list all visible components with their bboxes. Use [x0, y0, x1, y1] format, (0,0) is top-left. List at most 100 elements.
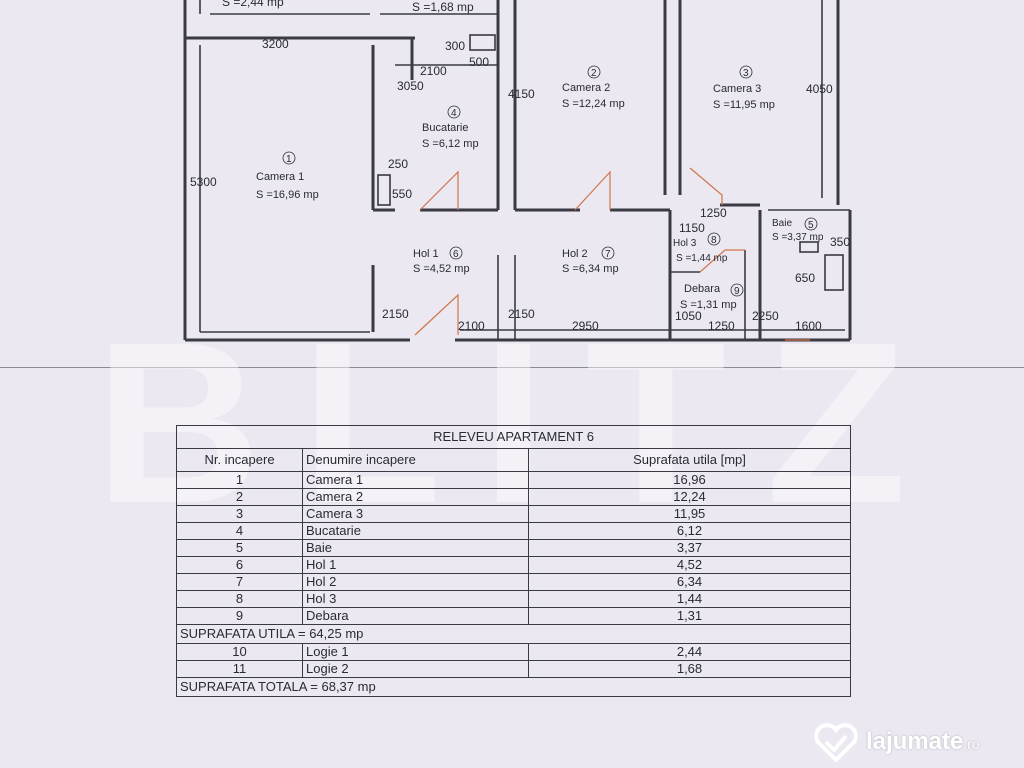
room-hol-1: 6 Hol 1 S =4,52 mp: [413, 246, 470, 275]
dim-500: 500: [469, 55, 489, 69]
cell-suprafata: 1,44: [527, 590, 852, 608]
total-row: SUPRAFATA TOTALA = 68,37 mp: [175, 677, 852, 697]
table-title: RELEVEU APARTAMENT 6: [175, 425, 852, 449]
cell-suprafata: 12,24: [527, 488, 852, 506]
svg-text:S =12,24 mp: S =12,24 mp: [562, 98, 625, 110]
svg-text:Camera 3: Camera 3: [713, 83, 761, 95]
dim-3050: 3050: [397, 79, 424, 93]
dim-2100: 2100: [420, 64, 447, 78]
dim-1600: 1600: [795, 319, 822, 333]
cell-suprafata: 2,44: [527, 643, 852, 661]
lajumate-logo: lajumate.ro: [812, 722, 980, 762]
dim-3200: 3200: [262, 37, 289, 51]
room-hol-2: 7 Hol 2 S =6,34 mp: [562, 246, 619, 275]
svg-text:S =1,31 mp: S =1,31 mp: [680, 299, 737, 311]
dim-2150-a: 2150: [382, 307, 409, 321]
svg-text:Hol 2: Hol 2: [562, 248, 588, 260]
svg-text:4: 4: [451, 108, 457, 119]
header-denumire: Denumire incapere: [302, 448, 529, 472]
svg-text:Bucatarie: Bucatarie: [422, 122, 468, 134]
logia-2-area: S =1,68 mp: [412, 0, 474, 14]
svg-text:8: 8: [711, 235, 717, 246]
brand-name: lajumate.ro: [866, 728, 980, 755]
cell-denumire: Bucatarie: [302, 522, 529, 540]
svg-text:6: 6: [453, 249, 459, 260]
floor-plan: S =2,44 mp S =1,68 mp 3200 300 500 2100 …: [183, 0, 852, 342]
cell-suprafata: 6,12: [527, 522, 852, 540]
svg-text:Baie: Baie: [772, 218, 792, 229]
svg-text:Camera 2: Camera 2: [562, 82, 610, 94]
room-camera-3: 3 Camera 3 S =11,95 mp: [713, 65, 775, 111]
header-nr: Nr. incapere: [176, 448, 303, 472]
dim-2950: 2950: [572, 319, 599, 333]
cell-suprafata: 11,95: [527, 505, 852, 523]
heart-icon: [814, 723, 858, 762]
svg-text:S =6,34 mp: S =6,34 mp: [562, 263, 619, 275]
cell-denumire: Baie: [302, 539, 529, 557]
cell-nr: 3: [176, 505, 303, 523]
cell-denumire: Debara: [302, 607, 529, 625]
cell-denumire: Logie 1: [302, 643, 529, 661]
dim-4050: 4050: [806, 82, 833, 96]
room-baie: 5 Baie S =3,37 mp: [772, 217, 824, 243]
cell-denumire: Camera 3: [302, 505, 529, 523]
cell-denumire: Camera 1: [302, 471, 529, 489]
dim-250: 250: [388, 157, 408, 171]
room-camera-1: 1 Camera 1 S =16,96 mp: [256, 151, 319, 201]
cell-nr: 8: [176, 590, 303, 608]
svg-text:S =1,44 mp: S =1,44 mp: [676, 253, 728, 264]
svg-text:5: 5: [808, 220, 814, 231]
room-bucatarie: 4 Bucatarie S =6,12 mp: [422, 105, 479, 150]
cell-suprafata: 3,37: [527, 539, 852, 557]
cell-denumire: Hol 1: [302, 556, 529, 574]
logia-1-area: S =2,44 mp: [222, 0, 284, 9]
cell-nr: 2: [176, 488, 303, 506]
dim-1250-b: 1250: [708, 319, 735, 333]
cell-nr: 10: [176, 643, 303, 661]
dim-300: 300: [445, 39, 465, 53]
svg-text:2: 2: [591, 68, 597, 79]
cell-nr: 7: [176, 573, 303, 591]
cell-nr: 4: [176, 522, 303, 540]
cell-suprafata: 6,34: [527, 573, 852, 591]
page-divider: [0, 367, 1024, 368]
svg-text:3: 3: [743, 68, 749, 79]
room-debara: 9 Debara S =1,31 mp: [680, 283, 744, 311]
svg-text:S =3,37 mp: S =3,37 mp: [772, 232, 824, 243]
cell-denumire: Hol 2: [302, 573, 529, 591]
dim-2150-b: 2150: [508, 307, 535, 321]
cell-nr: 6: [176, 556, 303, 574]
svg-text:Debara: Debara: [684, 283, 721, 295]
subtotal-row: SUPRAFATA UTILA = 64,25 mp: [175, 624, 852, 644]
svg-text:Hol 3: Hol 3: [673, 238, 697, 249]
dim-350: 350: [830, 235, 850, 249]
svg-text:Camera 1: Camera 1: [256, 171, 304, 183]
svg-text:9: 9: [734, 286, 740, 297]
dim-5300: 5300: [190, 175, 217, 189]
svg-text:S =16,96 mp: S =16,96 mp: [256, 189, 319, 201]
cell-denumire: Hol 3: [302, 590, 529, 608]
svg-text:S =4,52 mp: S =4,52 mp: [413, 263, 470, 275]
svg-text:S =6,12 mp: S =6,12 mp: [422, 138, 479, 150]
dim-1250: 1250: [700, 206, 727, 220]
svg-text:S =11,95 mp: S =11,95 mp: [713, 99, 775, 111]
room-hol-3: 8 Hol 3 S =1,44 mp: [673, 232, 728, 264]
doors: [414, 167, 810, 341]
svg-text:Hol 1: Hol 1: [413, 248, 439, 260]
dim-1050: 1050: [675, 309, 702, 323]
svg-text:7: 7: [605, 249, 611, 260]
dim-1150: 1150: [679, 221, 705, 235]
dim-2250: 2250: [752, 309, 779, 323]
cell-denumire: Logie 2: [302, 660, 529, 678]
